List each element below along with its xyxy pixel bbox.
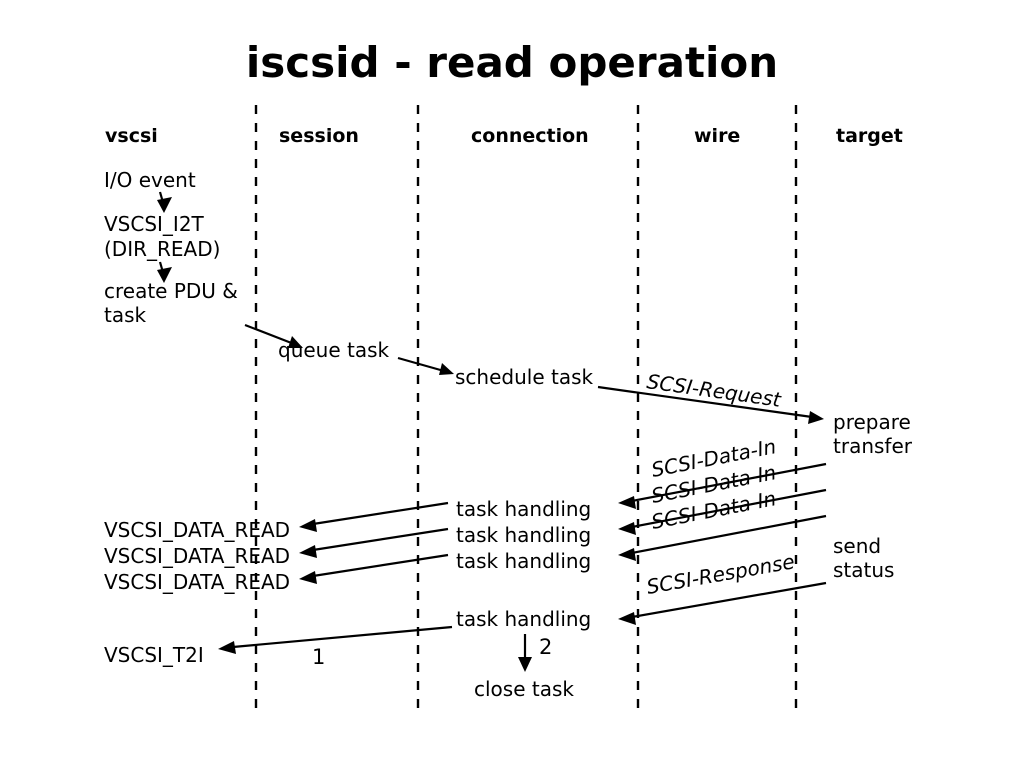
node-dir-read: (DIR_READ) xyxy=(104,237,220,261)
arrow-vscsi-i2t-to-create-pdu xyxy=(157,261,172,283)
node-task-handling-2: task handling xyxy=(456,523,591,547)
arrow-scsi-response xyxy=(618,581,827,625)
node-create-pdu: create PDU & xyxy=(104,279,238,303)
sequence-number-2: 2 xyxy=(539,635,552,659)
arrow-task-handling-to-data-read-1 xyxy=(299,501,449,532)
column-header-session: session xyxy=(279,125,359,147)
node-transfer: transfer xyxy=(833,434,913,458)
arrow-scsi-request xyxy=(597,385,824,424)
column-header-wire: wire xyxy=(694,125,740,147)
arrow-create-pdu-to-queue-task xyxy=(244,323,303,348)
node-task: task xyxy=(104,303,147,327)
node-send: send xyxy=(833,534,881,558)
node-task-handling-1: task handling xyxy=(456,497,591,521)
node-prepare: prepare xyxy=(833,410,911,434)
node-close-task: close task xyxy=(474,677,574,701)
node-vscsi-i2t: VSCSI_I2T xyxy=(104,212,205,236)
arrow-io-event-to-vscsi-i2t xyxy=(157,191,172,213)
node-vscsi-data-read-3: VSCSI_DATA_READ xyxy=(104,570,290,594)
arrow-task-handling-to-data-read-2 xyxy=(299,527,449,558)
node-task-handling-4: task handling xyxy=(456,607,591,631)
node-schedule-task: schedule task xyxy=(455,365,594,389)
arrow-task-handling-to-close-task xyxy=(518,634,532,672)
arrow-scsi-data-in-3 xyxy=(618,514,827,561)
node-vscsi-data-read-2: VSCSI_DATA_READ xyxy=(104,544,290,568)
arrow-task-handling-to-vscsi-t2i xyxy=(218,625,453,654)
node-vscsi-data-read-1: VSCSI_DATA_READ xyxy=(104,518,290,542)
node-queue-task: queue task xyxy=(278,338,390,362)
column-header-target: target xyxy=(836,125,903,147)
arrow-task-handling-to-data-read-3 xyxy=(299,553,449,584)
sequence-number-1: 1 xyxy=(312,645,325,669)
arrow-scsi-data-in-2 xyxy=(618,488,827,535)
node-task-handling-3: task handling xyxy=(456,549,591,573)
page-title: iscsid - read operation xyxy=(246,38,778,87)
arrow-queue-task-to-schedule-task xyxy=(397,356,454,375)
node-io-event: I/O event xyxy=(104,168,196,192)
column-header-connection: connection xyxy=(471,125,589,147)
arrow-scsi-data-in-1 xyxy=(618,462,827,509)
node-vscsi-t2i: VSCSI_T2I xyxy=(104,643,204,667)
column-header-vscsi: vscsi xyxy=(105,125,158,147)
node-status: status xyxy=(833,558,894,582)
wire-label-scsi-request: SCSI-Request xyxy=(645,369,783,412)
